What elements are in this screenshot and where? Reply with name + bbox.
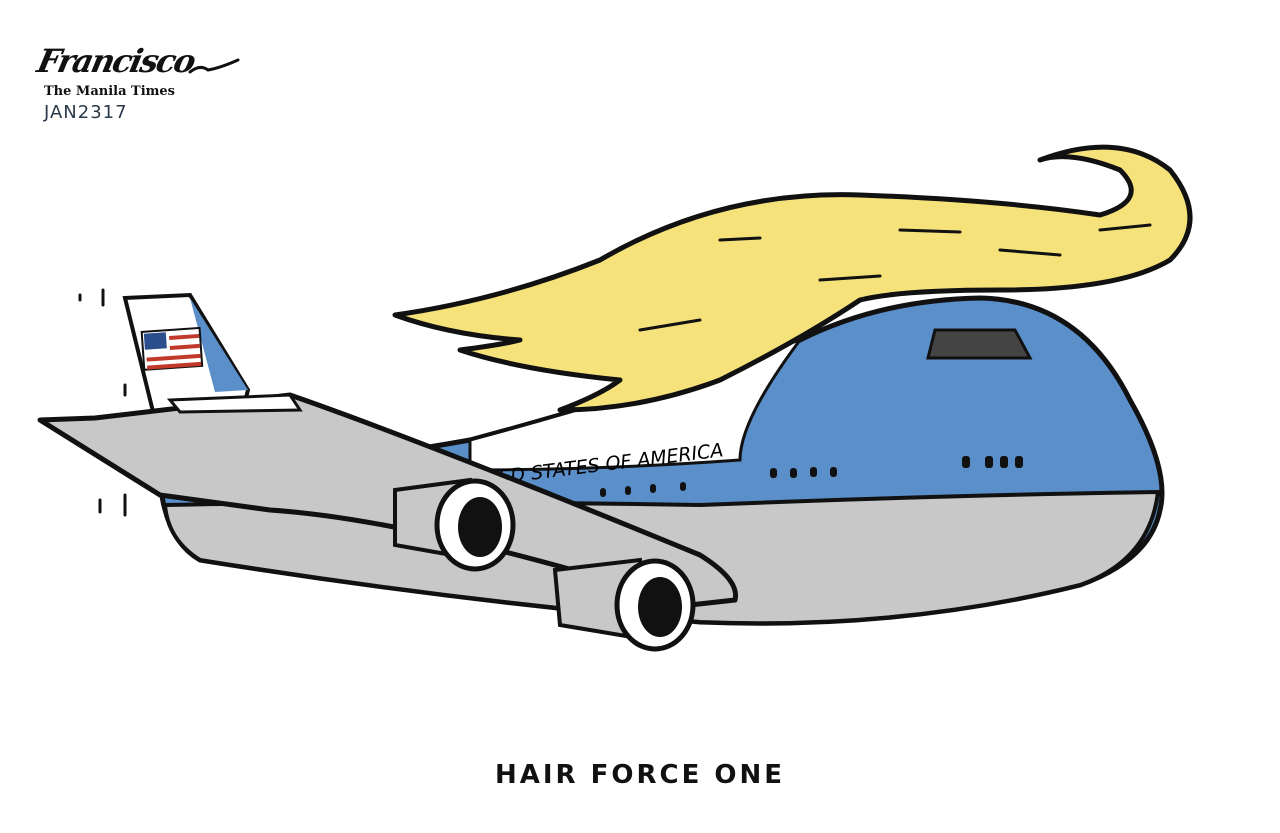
wing: [37, 392, 739, 608]
engine-1: [393, 477, 516, 572]
artist-signature: Francisco: [33, 42, 198, 80]
motion-lines: [78, 288, 127, 517]
cartoon-caption: HAIR FORCE ONE: [494, 760, 786, 790]
flag-icon: [140, 326, 204, 371]
hair: [392, 144, 1193, 413]
publish-date: JAN2317: [44, 102, 128, 123]
cabin-windows: [600, 456, 1023, 497]
signature-flourish: [188, 58, 240, 74]
cockpit-window: [926, 328, 1033, 360]
publication-name: The Manila Times: [44, 84, 175, 99]
engine-2: [552, 557, 696, 652]
